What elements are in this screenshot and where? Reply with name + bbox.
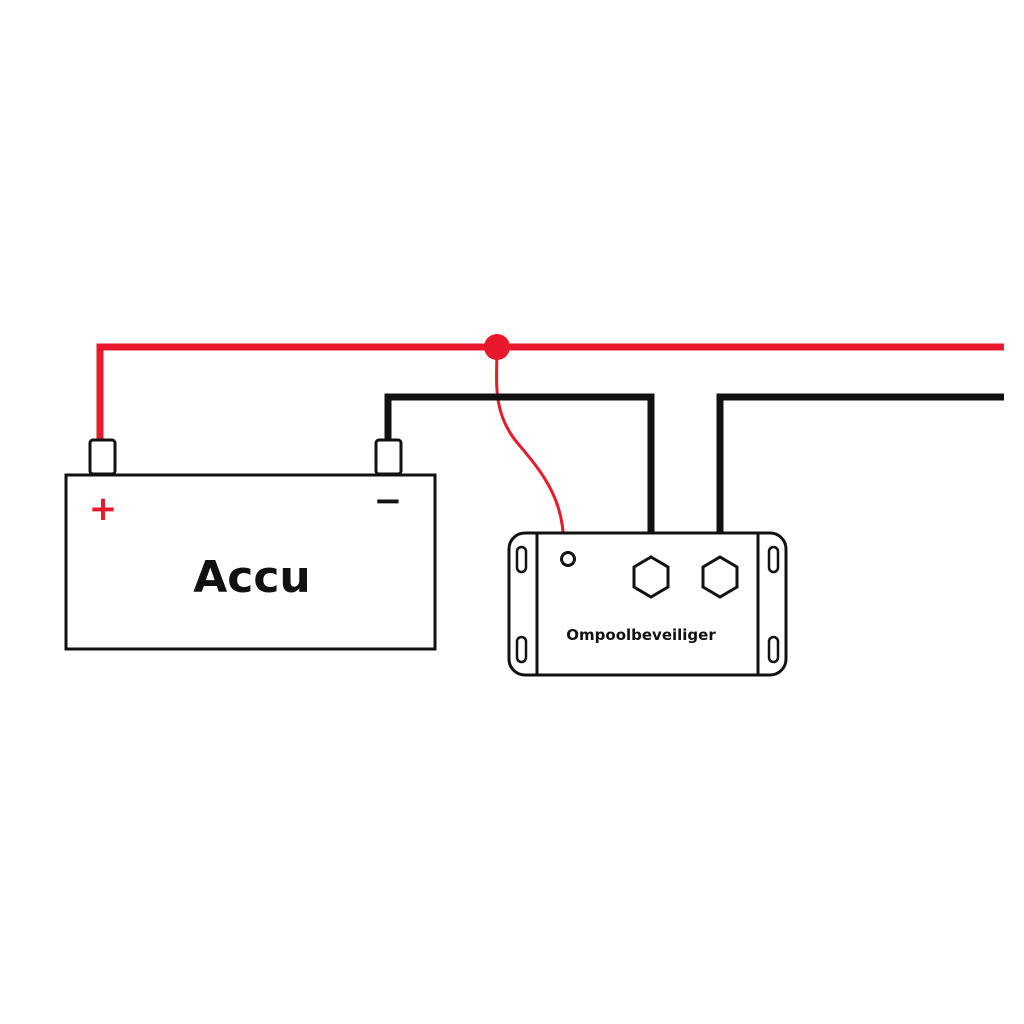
mounting-slot-top-left — [515, 545, 528, 574]
mounting-slot-top-right — [767, 545, 780, 574]
negative-wire-battery — [384, 393, 655, 565]
negative-terminal-post — [374, 438, 403, 476]
positive-main-wire — [96, 343, 1004, 446]
battery-label: Accu — [193, 552, 311, 603]
negative-wire-output — [716, 393, 1004, 565]
sense-terminal-icon — [560, 551, 576, 567]
negative-sign: − — [374, 481, 403, 521]
device-label: Ompoolbeveiliger — [566, 626, 716, 644]
junction-dot-icon — [484, 334, 510, 360]
mounting-slot-bottom-left — [515, 635, 528, 664]
device-housing — [507, 531, 788, 677]
polarity-protector: Ompoolbeveiliger — [507, 531, 788, 677]
mounting-slot-bottom-right — [767, 635, 780, 664]
positive-terminal-post — [88, 438, 117, 476]
hex-nut-right-icon — [701, 555, 739, 599]
hex-nut-left-icon — [632, 555, 670, 599]
battery: + − Accu — [64, 438, 437, 651]
positive-sense-wire — [495, 345, 566, 558]
positive-sign: + — [89, 489, 118, 529]
battery-body — [64, 473, 437, 651]
